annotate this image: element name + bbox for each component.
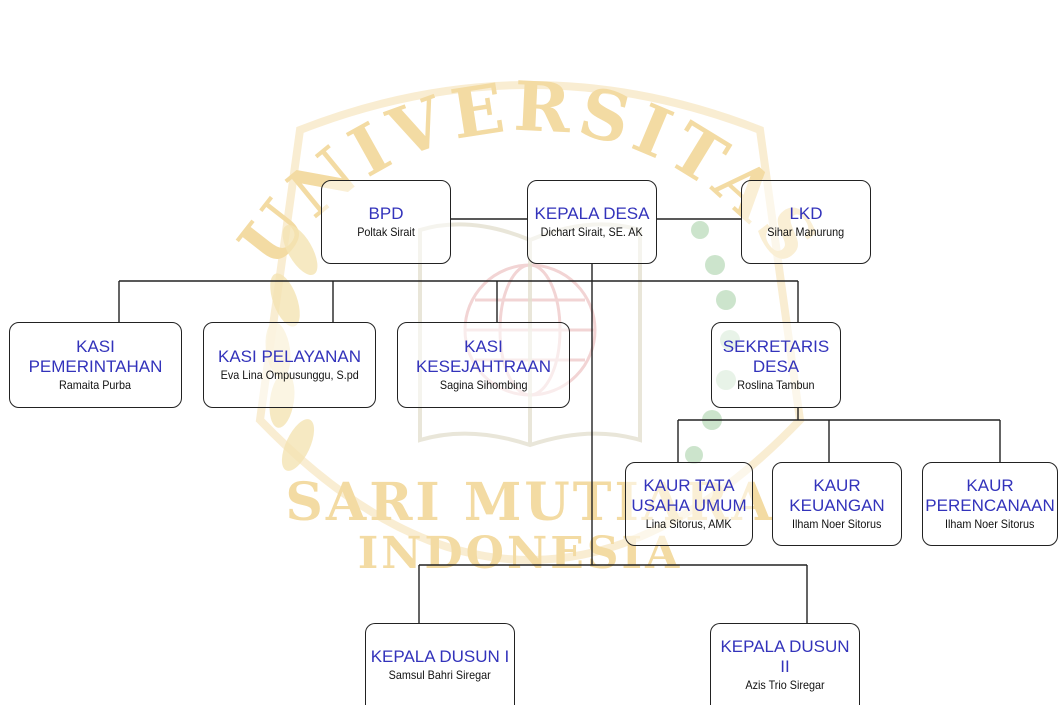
node-person: Ramaita Purba: [59, 378, 132, 392]
node-sekretaris-desa: SEKRETARIS DESA Roslina Tambun: [711, 322, 841, 408]
node-title: KASI PEMERINTAHAN: [28, 337, 163, 376]
node-kasi-kesejahtraan: KASI KESEJAHTRAAN Sagina Sihombing: [397, 322, 570, 408]
node-person: Poltak Sirait: [357, 225, 415, 239]
node-title: SEKRETARIS DESA: [722, 337, 830, 376]
node-kaur-perencanaan: KAUR PERENCANAAN Ilham Noer Sitorus: [922, 462, 1058, 546]
node-title: LKD: [789, 204, 823, 223]
node-person: Sagina Sihombing: [439, 378, 528, 392]
node-person: Dichart Sirait, SE. AK: [540, 225, 644, 239]
node-title: KAUR PERENCANAAN: [925, 476, 1055, 515]
node-person: Samsul Bahri Siregar: [388, 667, 492, 682]
node-bpd: BPD Poltak Sirait: [321, 180, 451, 264]
node-kasi-pemerintahan: KASI PEMERINTAHAN Ramaita Purba: [9, 322, 182, 408]
node-title: KEPALA DUSUN II: [720, 636, 850, 676]
node-title: KAUR KEUANGAN: [789, 476, 885, 515]
node-kepala-dusun-1: KEPALA DUSUN I Samsul Bahri Siregar: [365, 623, 515, 705]
node-person: Ilham Noer Sitorus: [945, 517, 1035, 531]
node-title: KEPALA DESA: [534, 204, 650, 223]
node-person: Roslina Tambun: [737, 378, 815, 392]
node-kasi-pelayanan: KASI PELAYANAN Eva Lina Ompusunggu, S.pd: [203, 322, 376, 408]
node-title: KASI PELAYANAN: [218, 347, 361, 366]
node-person: Eva Lina Ompusunggu, S.pd: [220, 368, 359, 382]
node-title: KEPALA DUSUN I: [370, 646, 510, 666]
node-title: KASI KESEJAHTRAAN: [415, 337, 552, 376]
node-person: Azis Trio Siregar: [745, 677, 825, 692]
node-title: KAUR TATA USAHA UMUM: [631, 476, 747, 515]
node-kepala-dusun-2: KEPALA DUSUN II Azis Trio Siregar: [710, 623, 860, 705]
node-kaur-keuangan: KAUR KEUANGAN Ilham Noer Sitorus: [772, 462, 902, 546]
node-kepala-desa: KEPALA DESA Dichart Sirait, SE. AK: [527, 180, 657, 264]
node-person: Sihar Manurung: [767, 225, 845, 239]
node-person: Lina Sitorus, AMK: [646, 517, 732, 531]
node-person: Ilham Noer Sitorus: [792, 517, 882, 531]
node-lkd: LKD Sihar Manurung: [741, 180, 871, 264]
node-title: BPD: [368, 204, 404, 223]
node-kaur-tata-usaha: KAUR TATA USAHA UMUM Lina Sitorus, AMK: [625, 462, 753, 546]
